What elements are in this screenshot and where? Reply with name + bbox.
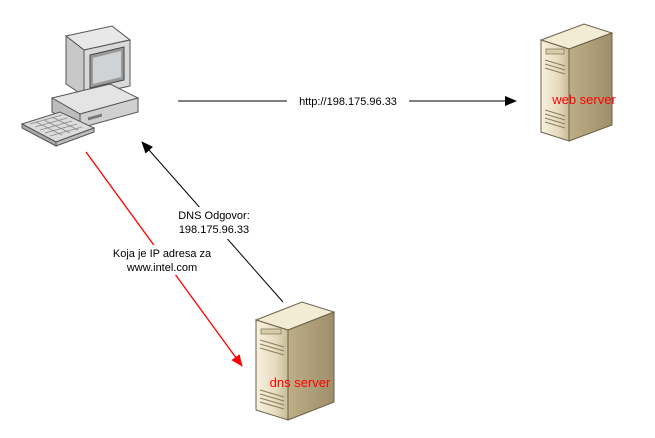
web-server-label: web server <box>551 92 616 107</box>
http-request-label: http://198.175.96.33 <box>299 96 397 108</box>
dns-answer-label-line1: DNS Odgovor: <box>178 210 250 222</box>
desktop-computer-icon <box>20 25 140 147</box>
dns-server-label: dns server <box>270 375 331 390</box>
dns-answer-label-line2: 198.175.96.33 <box>179 224 249 236</box>
dns-query-label-line2: www.intel.com <box>126 262 197 274</box>
dns-query-label-line1: Koja je IP adresa za <box>113 248 212 260</box>
web-server-icon <box>539 23 614 142</box>
dns-server-icon <box>254 301 336 421</box>
